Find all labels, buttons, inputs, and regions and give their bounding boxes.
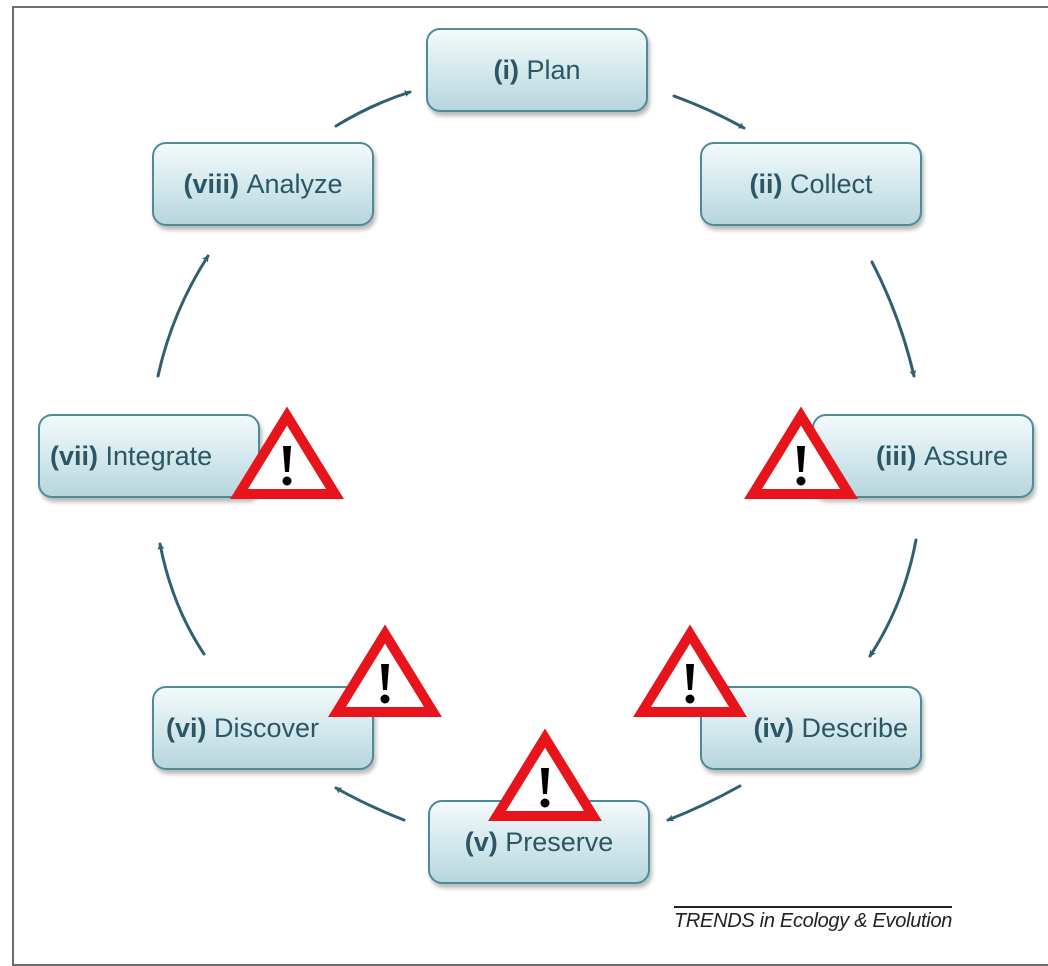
warning-triangle-icon [328,624,442,717]
warning-triangle-icon [744,406,858,499]
stage-describe: (iv) Describe [700,686,922,770]
stage-collect-label: Collect [789,168,873,199]
stage-analyze-numeral: (viii) [183,168,239,199]
stage-plan-label: Plan [526,54,581,85]
stage-assure: (iii) Assure [812,414,1034,498]
stage-collect: (ii) Collect [700,142,922,226]
stage-plan-numeral: (i) [493,54,519,85]
stage-plan: (i) Plan [426,28,648,112]
stage-assure-label: Assure [923,440,1008,471]
stage-analyze: (viii) Analyze [152,142,374,226]
warning-triangle-icon [230,406,344,499]
stage-discover-numeral: (vi) [166,712,207,743]
stage-discover-label: Discover [214,712,320,743]
warning-triangle-icon [633,624,747,717]
arrow-collect-to-assure [870,260,917,378]
stage-preserve-numeral: (v) [464,826,498,857]
stage-describe-numeral: (iv) [753,712,794,743]
stage-integrate: (vii) Integrate [38,414,260,498]
stage-integrate-label: Integrate [105,440,213,471]
arrow-analyze-to-plan [334,90,412,128]
arrow-describe-to-preserve [666,784,742,822]
stage-describe-label: Describe [801,712,908,743]
stage-analyze-label: Analyze [246,168,343,199]
warning-triangle-icon [488,728,602,821]
stage-collect-numeral: (ii) [749,168,783,199]
stage-integrate-numeral: (vii) [50,440,99,471]
stage-discover: (vi) Discover [152,686,374,770]
arrow-integrate-to-analyze [156,254,210,378]
arrow-preserve-to-discover [334,786,406,822]
stage-preserve-label: Preserve [505,826,614,857]
arrow-assure-to-describe [868,538,918,658]
arrow-discover-to-integrate [157,542,206,656]
stage-assure-numeral: (iii) [875,440,917,471]
arrow-plan-to-collect [672,94,746,130]
journal-credit: TRENDS in Ecology & Evolution [674,906,952,933]
